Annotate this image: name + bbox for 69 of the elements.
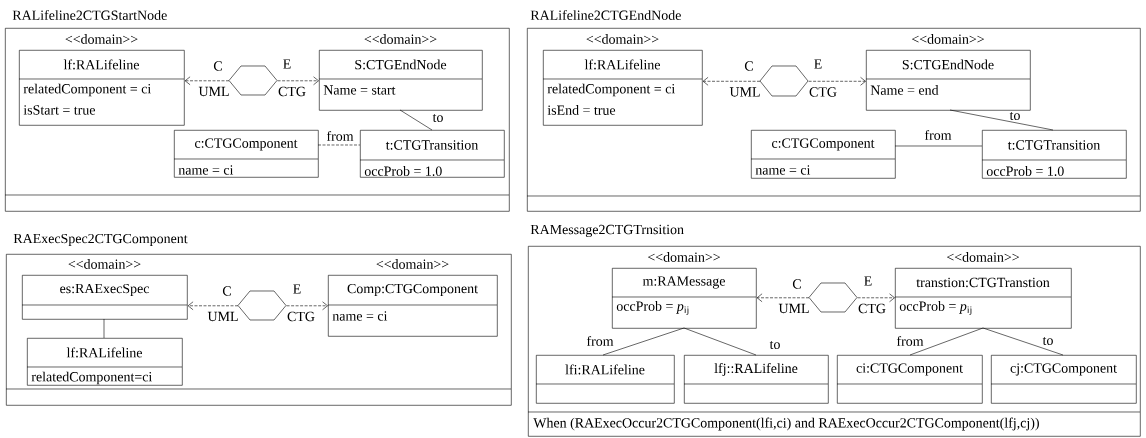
dependency-arrow <box>187 301 239 311</box>
class-box: c:CTGComponent name = ci <box>750 130 896 179</box>
class-box: lfi:RALifeline <box>535 355 675 404</box>
stereotype-label: <<domain>> <box>947 252 1019 262</box>
edge-label: C <box>213 61 222 71</box>
dependency-arrow <box>857 293 895 303</box>
stereotype-label: <<domain>> <box>65 34 138 44</box>
association-line <box>317 144 361 146</box>
edge-label: from <box>896 336 924 346</box>
rule-title: RAMessage2CTGTrnsition <box>530 224 684 238</box>
stereotype-label: <<domain>> <box>648 252 720 262</box>
class-box: transtion:CTGTranstion occProb = p$_{ij}$ <box>894 268 1072 329</box>
association-line <box>683 327 757 356</box>
edge-label: from <box>586 336 614 346</box>
edge-label: from <box>924 130 952 140</box>
edge-label: to <box>1042 337 1053 345</box>
class-box: lf:RALifeline relatedComponent = ci isStart = true <box>18 50 185 126</box>
association-line <box>399 109 433 131</box>
association-line <box>909 327 984 356</box>
edge-label: E <box>293 284 301 294</box>
edge-label: to <box>769 341 780 349</box>
edge-label: E <box>283 59 291 69</box>
association-line <box>982 327 1064 356</box>
dependency-arrow <box>756 293 810 303</box>
class-box: es:RAExecSpec <box>21 275 188 320</box>
edge-label: to <box>1009 112 1020 120</box>
class-box: cj:CTGComponent <box>990 355 1137 404</box>
stereotype-label: <<domain>> <box>912 34 984 44</box>
class-box: ci:CTGComponent <box>836 355 983 404</box>
domain-label: CTG <box>287 311 315 322</box>
rule-title: RALifeline2CTGEndNode <box>530 10 681 20</box>
stereotype-label: <<domain>> <box>68 259 141 269</box>
class-box: lf:RALifeline relatedComponent = ci isEnd = true <box>542 50 703 126</box>
class-box: t:CTGTransition occProb = 1.0 <box>359 130 505 178</box>
dependency-arrow <box>808 77 866 86</box>
domain-label: UML <box>198 86 229 97</box>
class-box: c:CTGComponent name = ci <box>173 130 319 178</box>
class-box: lfj::RALifeline <box>683 355 829 404</box>
edge-label: E <box>814 59 822 69</box>
domain-label: CTG <box>858 303 886 314</box>
dependency-arrow <box>702 77 761 86</box>
association-line <box>602 327 685 356</box>
edge-label: to <box>432 114 443 122</box>
edge-label: E <box>864 276 872 286</box>
edge-label: from <box>326 131 354 141</box>
edge-label: C <box>792 279 801 289</box>
class-box: Comp:CTGComponent name = ci <box>327 275 498 337</box>
domain-label: UML <box>207 311 238 322</box>
domain-label: CTG <box>809 87 837 97</box>
edge-label: C <box>744 61 753 71</box>
association-line <box>894 145 983 147</box>
rule-title: RALifeline2CTGStartNode <box>12 10 167 20</box>
rule-title: RAExecSpec2CTGComponent <box>13 233 188 247</box>
stereotype-label: <<domain>> <box>376 259 449 269</box>
association-line <box>949 109 1054 131</box>
dependency-arrow <box>184 76 230 86</box>
stereotype-label: <<domain>> <box>364 34 437 44</box>
class-box: t:CTGTransition occProb = 1.0 <box>981 130 1127 179</box>
class-box: lf:RALifeline relatedComponent=ci <box>26 338 183 386</box>
condition-text: When (RAExecOccur2CTGComponent(lfi,ci) and RAExecOccur2CTGComponent(lfj,cj)) <box>533 417 1039 431</box>
dependency-arrow <box>286 301 328 311</box>
domain-label: UML <box>778 303 809 314</box>
domain-label: UML <box>729 87 760 97</box>
association-line <box>103 318 105 339</box>
edge-label: C <box>222 286 231 296</box>
dependency-arrow <box>277 76 319 86</box>
stereotype-label: <<domain>> <box>586 34 659 44</box>
class-box: m:RAMessage occProb = p$_{ij}$ <box>611 268 757 329</box>
domain-label: CTG <box>278 86 306 97</box>
